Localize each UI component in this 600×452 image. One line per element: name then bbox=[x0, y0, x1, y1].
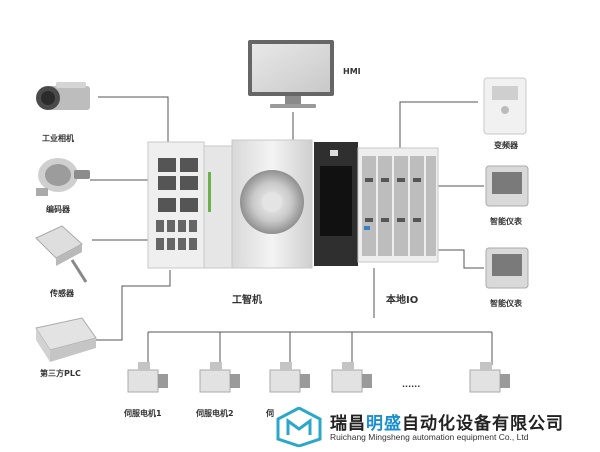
label-servo1: 伺服电机1 bbox=[124, 409, 162, 418]
ipc-device bbox=[147, 139, 313, 269]
company-english-name: Ruichang Mingsheng automation equipment … bbox=[330, 432, 529, 442]
label-meter2: 智能仪表 bbox=[490, 299, 522, 308]
plc-icon bbox=[35, 317, 97, 362]
label-plc: 第三方PLC bbox=[40, 369, 81, 378]
company-suffix: 自动化设备有限公司 bbox=[402, 414, 564, 434]
label-dots: ...... bbox=[402, 380, 421, 389]
label-meter1: 智能仪表 bbox=[490, 217, 522, 226]
servo5-icon bbox=[469, 362, 510, 393]
camera-icon bbox=[36, 82, 90, 110]
hmi-monitor-icon bbox=[248, 40, 334, 108]
local-io-device bbox=[314, 142, 439, 266]
connection-lines bbox=[90, 96, 493, 365]
label-hmi: HMI bbox=[343, 67, 361, 76]
inverter-icon bbox=[483, 77, 527, 135]
line-meter2 bbox=[438, 249, 484, 269]
sensor-icon bbox=[35, 225, 88, 283]
label-sensor: 传感器 bbox=[50, 289, 74, 298]
meter1-icon bbox=[485, 165, 529, 207]
servo4-icon bbox=[331, 362, 372, 393]
company-logo-icon bbox=[276, 407, 322, 447]
servo1-icon bbox=[127, 362, 168, 393]
label-servo2: 伺服电机2 bbox=[196, 409, 234, 418]
line-plc bbox=[96, 270, 171, 341]
servo2-icon bbox=[199, 362, 240, 393]
label-ipc: 工智机 bbox=[232, 295, 262, 306]
company-name: 瑞昌明盛自动化设备有限公司 bbox=[330, 409, 564, 434]
line-camera bbox=[98, 96, 169, 145]
label-encoder: 编码器 bbox=[46, 205, 70, 214]
label-camera: 工业相机 bbox=[42, 134, 74, 143]
servo3-icon bbox=[269, 362, 310, 393]
label-local-io: 本地IO bbox=[386, 295, 419, 306]
line-inverter bbox=[399, 101, 478, 148]
label-inverter: 变频器 bbox=[494, 141, 518, 150]
encoder-icon bbox=[36, 158, 90, 196]
company-prefix: 瑞昌 bbox=[330, 414, 366, 434]
label-servo3: 伺 bbox=[266, 409, 274, 418]
company-highlight: 明盛 bbox=[366, 414, 402, 434]
meter2-icon bbox=[485, 247, 529, 289]
